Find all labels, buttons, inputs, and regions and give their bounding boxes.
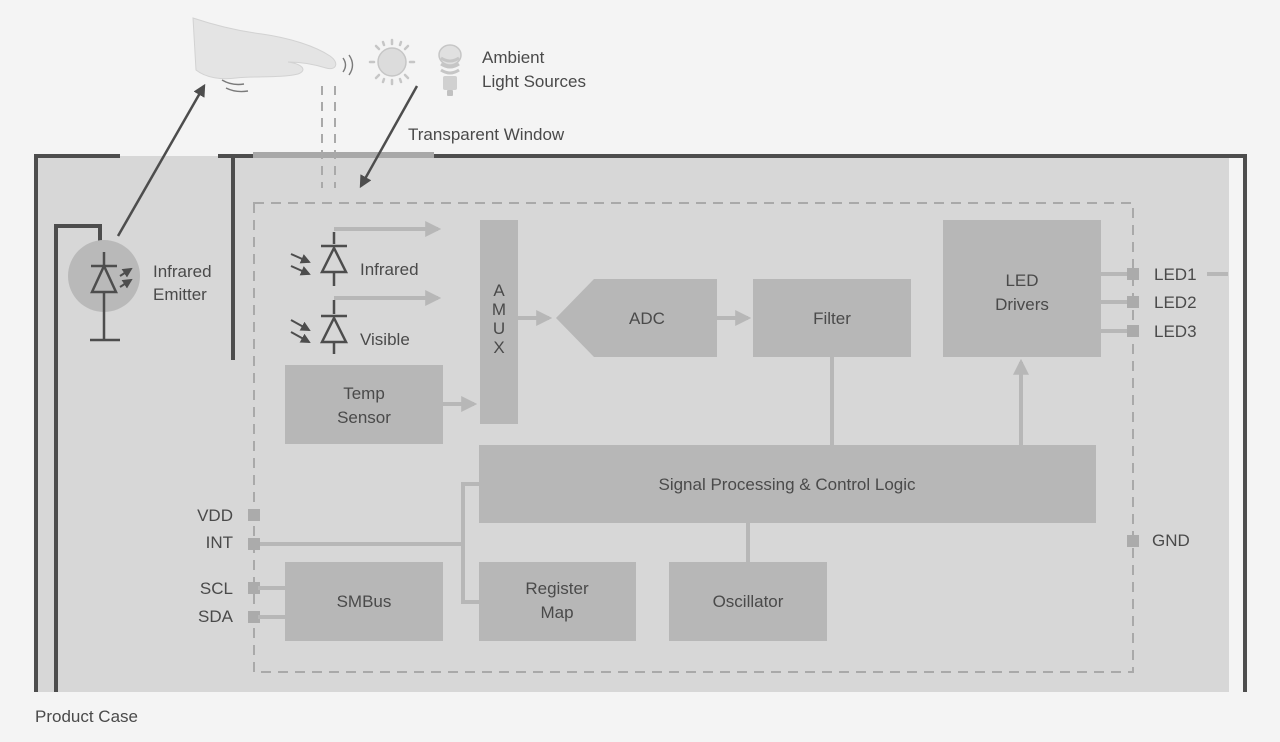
chip-boundary [253,202,1134,673]
register-map-label-line2: Map [540,603,573,622]
led3-pin [1127,325,1139,337]
smbus-label: SMBus [337,592,392,611]
emitter-ray-arrow [116,83,206,237]
led2-pin [1127,296,1139,308]
photodiode-infrared-label: Infrared [360,260,419,279]
ambient-label-line1: Ambient [482,48,545,67]
sda-pin [248,611,260,623]
gnd-pin [1127,535,1139,547]
temp-sensor-label-line2: Sensor [337,408,391,427]
sun-icon [368,38,416,86]
temp-sensor-label-line1: Temp [343,384,385,403]
led1-label: LED1 [1154,265,1197,284]
led3-label: LED3 [1154,322,1197,341]
photodiode-icon [290,300,349,354]
light-bulb-icon [438,44,462,96]
adc-label: ADC [629,309,665,328]
product-case-label: Product Case [35,707,138,726]
register-map-block [479,562,636,641]
filter-block [753,279,911,357]
led-drivers-label-line1: LED [1005,271,1038,290]
transparent-window-label: Transparent Window [408,125,565,144]
signal-processing-block [479,445,1096,523]
amux-letter-a: A [493,281,505,300]
led-drivers-block [943,220,1101,357]
case-wall-left [34,154,120,692]
infrared-emitter-label-line1: Infrared [153,262,212,281]
amux-letter-x: X [493,338,504,357]
filter-label: Filter [813,309,851,328]
amux-letter-m: M [492,300,506,319]
vdd-label: VDD [197,506,233,525]
scl-pin [248,582,260,594]
photodiode-visible-label: Visible [360,330,410,349]
scl-label: SCL [200,579,233,598]
temp-sensor-block [285,365,443,444]
infrared-emitter-label-line2: Emitter [153,285,207,304]
case-wall-top-right [218,154,1247,692]
adc-block [556,279,717,357]
oscillator-block [669,562,827,641]
oscillator-label: Oscillator [713,592,784,611]
hand-icon [192,17,354,93]
sda-label: SDA [198,607,234,626]
amux-block [480,220,518,424]
led2-label: LED2 [1154,293,1197,312]
photodiode-icon [290,232,349,286]
led1-pin [1127,268,1139,280]
emitter-wire [54,224,102,692]
vdd-pin [248,509,260,521]
ambient-label-line2: Light Sources [482,72,586,91]
int-label: INT [206,533,233,552]
amux-letter-u: U [493,319,505,338]
int-pin [248,538,260,550]
led-drivers-label-line2: Drivers [995,295,1049,314]
register-map-label-line1: Register [525,579,589,598]
gnd-label: GND [1152,531,1190,550]
led-emitter-icon [68,240,140,342]
smbus-block [285,562,443,641]
ambient-ray-arrow [359,85,419,189]
signal-processing-label: Signal Processing & Control Logic [658,475,916,494]
